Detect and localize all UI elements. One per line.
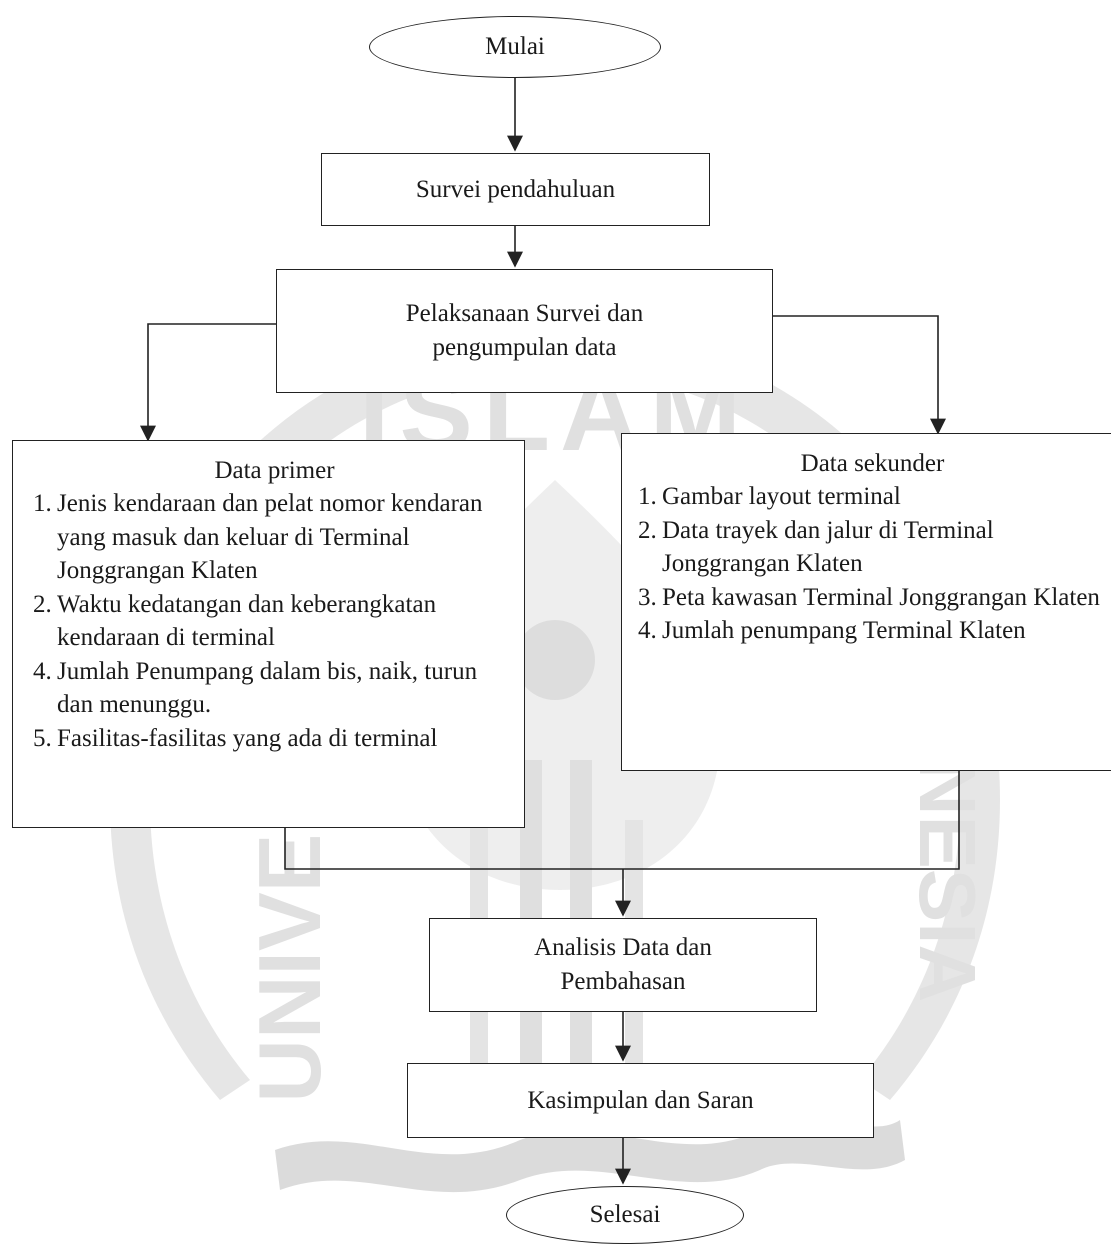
list-item-text: Gambar layout terminal [662,483,901,510]
preliminary-survey-box: Survei pendahuluan [321,153,710,226]
list-item: 4.Jumlah penumpang Terminal Klaten [638,614,1107,648]
list-item-text: Jumlah Penumpang dalam bis, naik, turun … [57,657,478,719]
merge-line [284,771,960,870]
conclusion-label: Kasimpulan dan Saran [527,1086,754,1114]
list-item-text: Jumlah penumpang Terminal Klaten [662,617,1026,644]
list-item-number: 5. [33,724,52,752]
list-item-text: Peta kawasan Terminal Jonggrangan Klaten [662,583,1100,611]
list-item: 1.Jenis kendaraan dan pelat nomor kendar… [33,487,516,588]
list-item: 2.Data trayek dan jalur di Terminal Jong… [638,514,1107,581]
arrow-execution-to-secondary [773,315,946,435]
list-item-number: 4. [33,657,52,685]
start-node: Mulai [369,16,661,78]
primary-data-list: 1.Jenis kendaraan dan pelat nomor kendar… [33,487,516,755]
list-item-number: 3. [638,583,657,611]
end-label: Selesai [589,1201,661,1228]
list-item-text: Waktu kedatangan dan keberangkatan kenda… [57,590,437,652]
list-item: 3.Peta kawasan Terminal Jonggrangan Klat… [638,581,1107,615]
analysis-label: Analisis Data dan Pembahasan [534,934,712,995]
start-label: Mulai [485,33,545,60]
list-item: 2.Waktu kedatangan dan keberangkatan ken… [33,588,516,655]
secondary-data-title: Data sekunder [800,450,945,477]
list-item-text: Jenis kendaraan dan pelat nomor kendaran… [57,490,483,584]
preliminary-survey-label: Survei pendahuluan [415,175,616,203]
list-item: 5.Fasilitas-fasilitas yang ada di termin… [33,722,516,756]
list-item-number: 2. [33,590,52,618]
list-item-text: Data trayek dan jalur di Terminal Jonggr… [662,516,994,578]
list-item-text: Fasilitas-fasilitas yang ada di terminal [57,724,438,752]
list-item-number: 2. [638,516,657,544]
arrow-execution-to-primary [140,323,276,442]
list-item-number: 4. [638,617,657,644]
list-item-number: 1. [638,483,657,510]
primary-data-box: Data primer 1.Jenis kendaraan dan pelat … [12,440,525,828]
conclusion-box: Kasimpulan dan Saran [407,1063,874,1138]
end-node: Selesai [506,1186,744,1244]
list-item-number: 1. [33,490,52,517]
analysis-box: Analisis Data dan Pembahasan [429,918,817,1012]
primary-data-title: Data primer [214,457,335,484]
survey-execution-label: Pelaksanaan Survei dan pengumpulan data [405,300,644,361]
list-item: 4.Jumlah Penumpang dalam bis, naik, turu… [33,655,516,722]
survey-execution-box: Pelaksanaan Survei dan pengumpulan data [276,269,773,393]
list-item: 1.Gambar layout terminal [638,480,1107,514]
